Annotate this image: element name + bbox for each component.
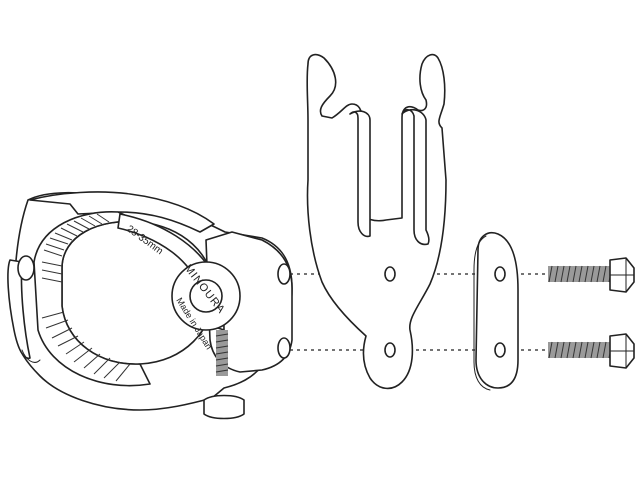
backing-plate-body — [475, 232, 519, 389]
backing-hole-lower — [494, 342, 506, 358]
fork-bracket — [306, 53, 447, 390]
clamp-hole-lower — [277, 337, 291, 359]
bracket-hole-upper — [384, 266, 396, 282]
clamp-bottom-nut — [203, 394, 245, 420]
bolt-lower — [548, 333, 635, 369]
backing-plate — [473, 232, 519, 391]
hinge-pin — [7, 259, 31, 359]
clamp-top-bridge — [29, 191, 215, 233]
bolt-upper — [548, 257, 635, 293]
bolt-upper-threads — [548, 265, 613, 283]
bracket-left-slot — [349, 110, 371, 238]
clamp-hole-upper — [277, 263, 291, 285]
backing-hole-upper — [494, 266, 506, 282]
bracket-hole-lower — [384, 342, 396, 358]
bracket-right-slot — [401, 108, 430, 246]
grip-ribs — [41, 213, 131, 382]
handlebar-clamp: 28-35mm MINOURA Made in Japan — [7, 191, 293, 420]
clamp-ring-band — [33, 211, 151, 387]
hinge-bottom-curl — [21, 349, 41, 363]
knob-center — [189, 279, 223, 313]
backing-plate-edge — [473, 235, 491, 391]
bolt-lower-threads — [548, 341, 613, 359]
clamp-thread-lines — [215, 333, 229, 373]
hinge-top-cap — [17, 255, 35, 281]
bracket-plate — [306, 53, 447, 390]
